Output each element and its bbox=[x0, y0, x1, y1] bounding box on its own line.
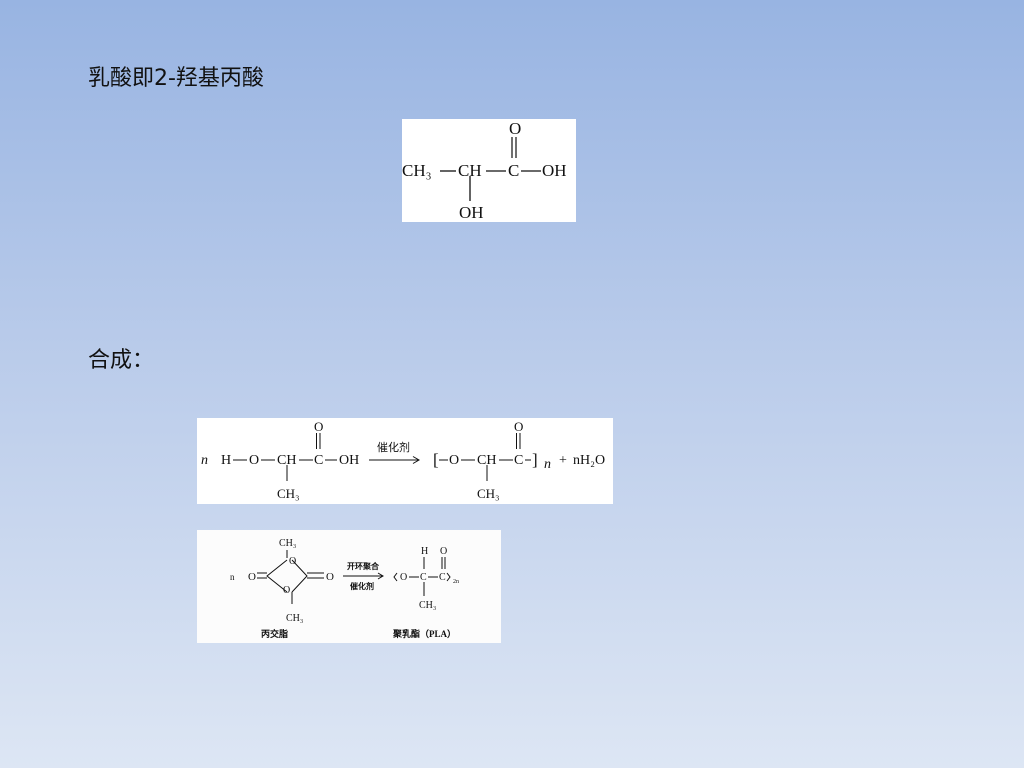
carbonyl-o-label: O bbox=[326, 571, 334, 583]
coefficient-n: n bbox=[230, 572, 235, 582]
ring-o-label: O bbox=[289, 556, 296, 567]
water-label: nH₂O bbox=[573, 453, 605, 468]
oh-label: OH bbox=[339, 453, 359, 468]
ch-label: CH bbox=[277, 453, 296, 468]
bracket-close bbox=[446, 572, 451, 582]
carbonyl-o-label: O bbox=[248, 571, 256, 583]
ch3-label: CH₃ bbox=[279, 538, 296, 549]
polycondensation-reaction: n H O CH C OH O CH₃ 催化剂 [ O CH C ] n O C… bbox=[201, 419, 605, 501]
catalyst-label: 催化剂 bbox=[377, 440, 410, 454]
repeat-subscript: 2n bbox=[453, 579, 459, 585]
ch3-label: CH₃ bbox=[286, 613, 303, 624]
h-label: H bbox=[221, 453, 231, 468]
lactide-ring-bonds bbox=[257, 550, 324, 604]
ring-opening-polymerization-image: n CH₃ CH₃ O O O O 开环聚合 催化剂 O C C 2n H O … bbox=[197, 530, 501, 643]
ch3-label: CH₃ bbox=[402, 161, 432, 180]
ring-o-label: O bbox=[283, 585, 290, 596]
plus-sign: + bbox=[559, 453, 567, 468]
o-label: O bbox=[400, 572, 407, 583]
bracket-open: [ bbox=[433, 450, 439, 469]
c-label: C bbox=[420, 572, 427, 583]
polycondensation-reaction-image: n H O CH C OH O CH₃ 催化剂 [ O CH C ] n O C… bbox=[197, 418, 613, 504]
hydroxyl-label: OH bbox=[459, 203, 484, 222]
o-label: O bbox=[249, 453, 259, 468]
bracket-open bbox=[393, 572, 398, 582]
ch3-label: CH₃ bbox=[477, 486, 500, 501]
arrow-head-icon bbox=[412, 456, 420, 464]
c-label: C bbox=[439, 572, 446, 583]
product-name-label: 聚乳酯（PLA） bbox=[392, 628, 456, 639]
lactide-name-label: 丙交脂 bbox=[261, 628, 288, 639]
ring-opening-polymerization: n CH₃ CH₃ O O O O 开环聚合 催化剂 O C C 2n H O … bbox=[230, 538, 459, 639]
arrow-bottom-label: 催化剂 bbox=[350, 581, 374, 591]
arrow-top-label: 开环聚合 bbox=[347, 561, 380, 571]
carbonyl-c-label: C bbox=[514, 453, 523, 468]
coefficient-n: n bbox=[201, 453, 208, 468]
acid-oh-label: OH bbox=[542, 161, 567, 180]
arrow-head-icon bbox=[377, 572, 384, 580]
synthesis-label: 合成： bbox=[88, 348, 155, 373]
ch3-label: CH₃ bbox=[419, 600, 436, 611]
carbonyl-o-label: O bbox=[440, 546, 447, 557]
lactic-acid-structure: CH₃ CH C OH O OH bbox=[402, 119, 567, 222]
carbonyl-c-label: C bbox=[314, 453, 323, 468]
ch-label: CH bbox=[458, 161, 482, 180]
bracket-close: ] bbox=[532, 450, 538, 469]
o-label: O bbox=[449, 453, 459, 468]
lactic-acid-structure-image: CH₃ CH C OH O OH bbox=[402, 119, 576, 222]
carbonyl-o-label: O bbox=[314, 419, 323, 434]
carbonyl-o-label: O bbox=[514, 419, 523, 434]
h-label: H bbox=[421, 546, 428, 557]
page-title: 乳酸即2-羟基丙酸 bbox=[88, 66, 264, 91]
carbonyl-c-label: C bbox=[508, 161, 519, 180]
repeat-subscript-n: n bbox=[544, 457, 551, 472]
carbonyl-o-label: O bbox=[509, 119, 521, 138]
ch-label: CH bbox=[477, 453, 496, 468]
ch3-label: CH₃ bbox=[277, 486, 300, 501]
